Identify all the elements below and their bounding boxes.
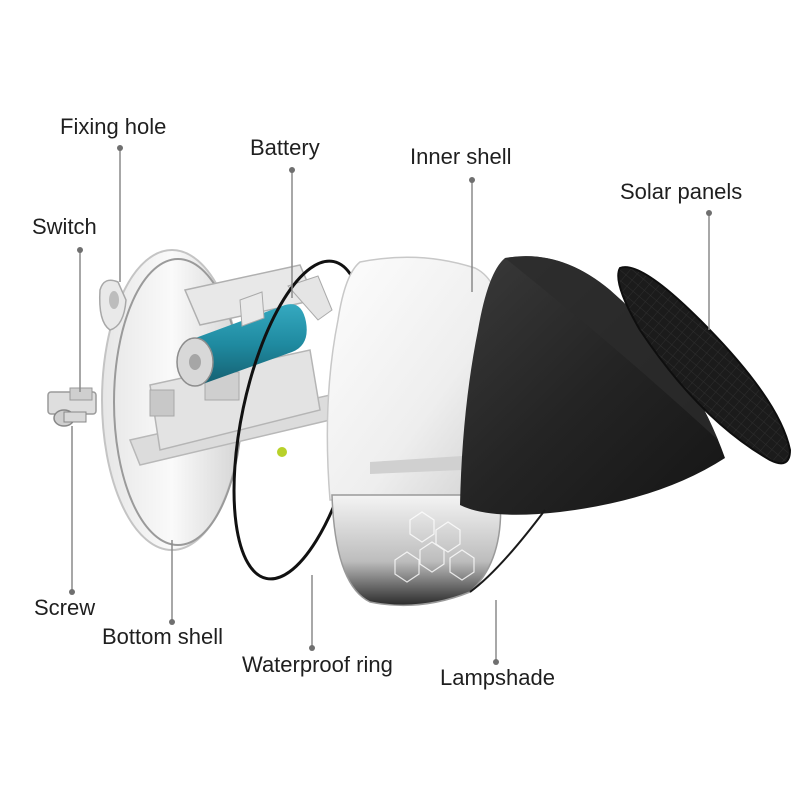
label-lampshade: Lampshade [440,665,555,690]
leader-lines [71,148,710,662]
label-screw: Screw [34,595,96,620]
label-battery: Battery [250,135,320,160]
label-waterproof-ring: Waterproof ring [242,652,393,677]
lampshade [460,256,725,593]
label-bottom-shell: Bottom shell [102,624,224,649]
label-fixing-hole: Fixing hole [60,114,167,139]
switch [47,387,97,415]
label-switch: Switch [32,214,97,239]
label-inner-shell: Inner shell [410,144,512,169]
leader-dots [69,145,712,665]
solar-panels [617,266,792,465]
screw [53,409,87,427]
inner-shell [326,256,506,607]
fixing-hole [98,279,127,331]
label-solar-panels: Solar panels [620,179,743,204]
battery [176,275,333,387]
